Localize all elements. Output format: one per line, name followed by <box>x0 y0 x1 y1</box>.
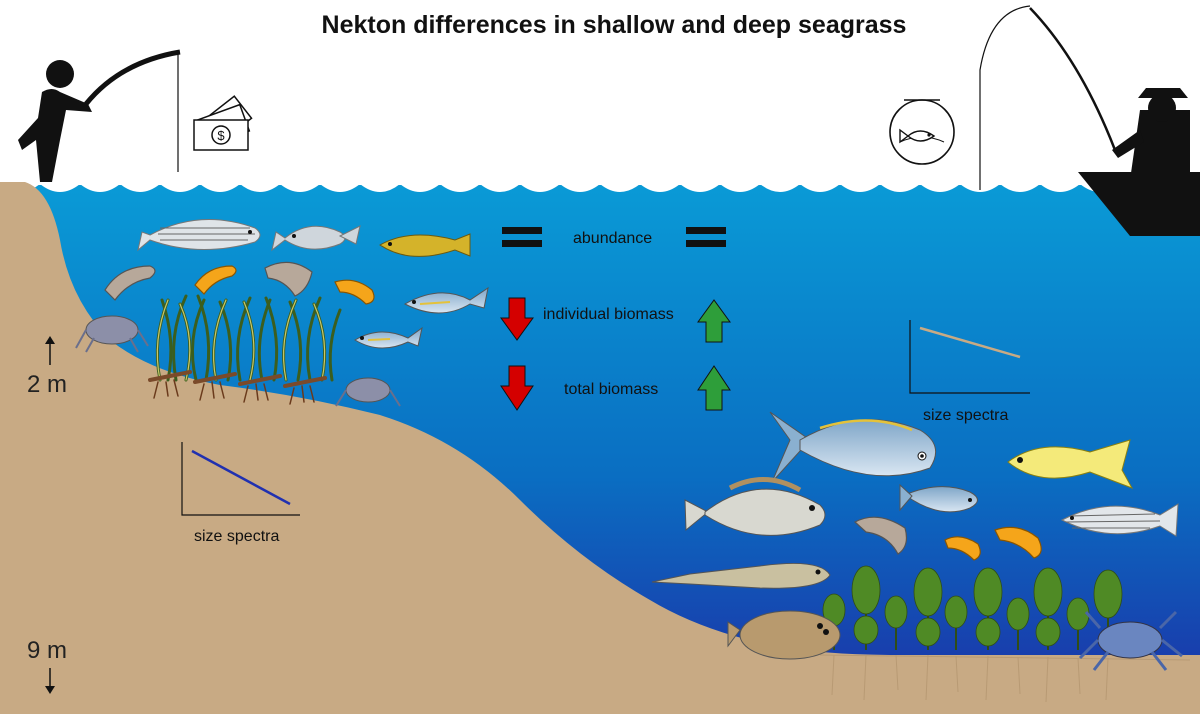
fish-grunt-deep <box>1007 439 1134 489</box>
depth-marker-shallow: 2 m <box>27 336 67 398</box>
diagram-title: Nekton differences in shallow and deep s… <box>322 11 907 39</box>
comparison-label-total-biomass: total biomass <box>564 381 658 398</box>
fish-pinfish-shallow <box>354 286 489 349</box>
money-icon: $ <box>193 95 253 151</box>
svg-text:$: $ <box>217 128 225 143</box>
flounder-deep <box>727 610 841 660</box>
equals-icon <box>686 227 726 247</box>
shrimp-shallow <box>104 261 375 305</box>
comparison-label-abundance: abundance <box>573 230 652 247</box>
seagrass-shallow <box>148 294 342 405</box>
arrow-up-icon <box>697 365 731 411</box>
fish-silver-perch-shallow <box>271 225 361 252</box>
shrimp-deep <box>853 516 1042 561</box>
fish-striped-bass-deep <box>1060 503 1179 537</box>
comparison-total-biomass: total biomass <box>500 365 731 411</box>
arrow-down-icon <box>500 365 534 411</box>
fish-grouper-deep <box>684 477 826 536</box>
fish-bluefish-deep <box>769 411 937 483</box>
comparison-individual-biomass: individual biomass <box>500 297 731 343</box>
crab-shallow <box>75 315 401 407</box>
fishbowl-icon <box>889 99 955 165</box>
size-spectra-label-deep: size spectra <box>923 407 1008 424</box>
comparison-label-individual-biomass: individual biomass <box>543 306 674 323</box>
arrow-down-icon <box>500 297 534 341</box>
fish-flathead-deep <box>651 562 831 589</box>
fish-striped-bass-shallow <box>137 219 261 252</box>
fish-yellow-wrasse-shallow <box>379 233 471 257</box>
size-spectra-line-shallow <box>191 449 291 506</box>
depth-label-shallow: 2 m <box>27 371 67 398</box>
equals-icon <box>502 227 542 247</box>
comparison-abundance: abundance <box>502 227 726 247</box>
waves <box>0 170 1200 192</box>
angler-on-shore-icon <box>18 49 181 182</box>
arrow-up-icon <box>697 299 731 343</box>
size-spectra-deep: size spectra <box>909 320 1030 424</box>
fish-small-deep <box>899 483 978 513</box>
size-spectra-shallow: size spectra <box>181 442 300 545</box>
seabed <box>0 182 1200 714</box>
crab-deep <box>1078 610 1183 671</box>
depth-marker-deep: 9 m <box>27 637 67 694</box>
seagrass-deep <box>819 565 1191 703</box>
size-spectra-label-shallow: size spectra <box>194 528 279 545</box>
angler-in-boat-icon <box>979 5 1200 236</box>
size-spectra-line-deep <box>919 326 1021 359</box>
depth-label-deep: 9 m <box>27 637 67 664</box>
